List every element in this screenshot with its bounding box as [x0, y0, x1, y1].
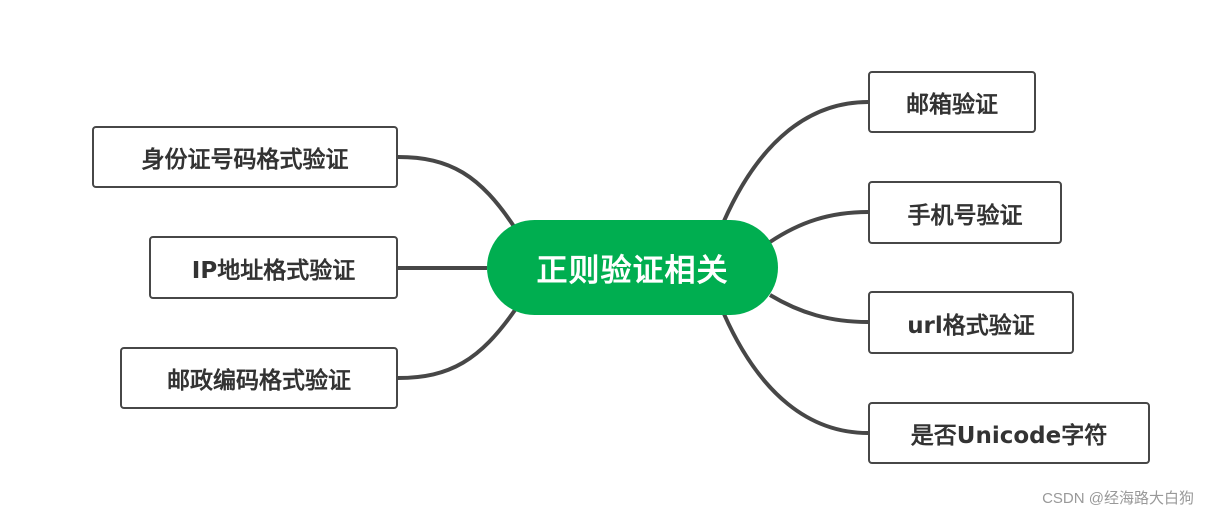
node-id-card[interactable]: 身份证号码格式验证 — [92, 126, 398, 188]
link-left-3 — [397, 308, 517, 380]
node-url[interactable]: url格式验证 — [868, 291, 1074, 354]
node-ip[interactable]: IP地址格式验证 — [149, 236, 398, 299]
link-left-1 — [397, 155, 517, 230]
link-right-4 — [722, 313, 869, 435]
link-right-2 — [768, 210, 869, 244]
root-node[interactable]: 正则验证相关 — [487, 220, 778, 315]
watermark: CSDN @经海路大白狗 — [1042, 490, 1194, 507]
link-right-1 — [722, 100, 869, 222]
node-phone[interactable]: 手机号验证 — [868, 181, 1062, 244]
link-right-3 — [768, 293, 869, 324]
node-unicode[interactable]: 是否Unicode字符 — [868, 402, 1150, 464]
node-postcode[interactable]: 邮政编码格式验证 — [120, 347, 398, 409]
node-email[interactable]: 邮箱验证 — [868, 71, 1036, 133]
